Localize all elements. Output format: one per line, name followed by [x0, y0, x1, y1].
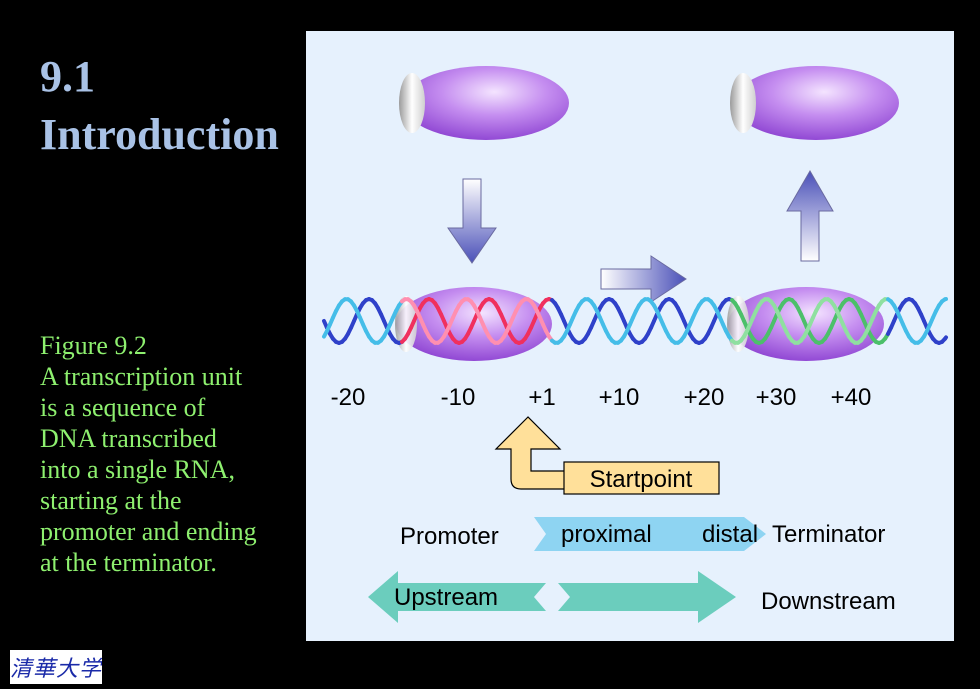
diagram-svg: -20 -10 +1 +10 +20 +30 +40 Startpoint Pr… — [306, 31, 954, 641]
downstream-arrow — [558, 571, 736, 623]
caption-line: Figure 9.2 — [40, 331, 147, 360]
position-label: -10 — [441, 384, 476, 411]
title-text: Introduction — [40, 110, 279, 159]
proximal-distal-arrow — [534, 517, 766, 551]
startpoint-box: Startpoint — [563, 461, 720, 495]
startpoint-arrow-icon — [494, 416, 569, 490]
figure-caption: Figure 9.2 A transcription unit is a seq… — [40, 330, 305, 578]
elongation-arrow-icon — [600, 255, 687, 303]
upstream-arrow — [368, 571, 546, 623]
downstream-label: Downstream — [761, 588, 896, 615]
rna-polymerase-released — [730, 66, 899, 140]
upstream-label: Upstream — [394, 584, 498, 611]
caption-line: DNA transcribed — [40, 424, 217, 453]
proximal-label: proximal — [561, 521, 652, 548]
distal-label: distal — [702, 521, 758, 548]
promoter-label: Promoter — [400, 523, 499, 550]
caption-line: starting at the — [40, 486, 182, 515]
slide-title: 9.1 Introduction — [40, 48, 279, 164]
caption-line: A transcription unit — [40, 362, 243, 391]
caption-line: at the terminator. — [40, 548, 217, 577]
logo-text: 清華大学 — [10, 657, 102, 682]
position-label: +20 — [684, 384, 725, 411]
dna-strand-segment — [943, 335, 948, 341]
dna-double-helix — [322, 297, 948, 345]
caption-line: into a single RNA, — [40, 455, 235, 484]
position-label: -20 — [331, 384, 366, 411]
position-label: +30 — [756, 384, 797, 411]
title-number: 9.1 — [40, 52, 95, 101]
caption-line: promoter and ending — [40, 517, 257, 546]
position-label: +40 — [831, 384, 872, 411]
transcription-diagram: -20 -10 +1 +10 +20 +30 +40 Startpoint Pr… — [306, 31, 954, 641]
startpoint-label: Startpoint — [590, 466, 693, 493]
release-arrow-icon — [786, 169, 834, 262]
university-logo: 清華大学 — [10, 650, 102, 684]
terminator-label: Terminator — [772, 521, 885, 548]
binding-arrow-icon — [447, 178, 497, 264]
position-label: +10 — [599, 384, 640, 411]
rna-polymerase-start — [399, 66, 569, 140]
caption-line: is a sequence of — [40, 393, 206, 422]
position-label: +1 — [528, 384, 555, 411]
